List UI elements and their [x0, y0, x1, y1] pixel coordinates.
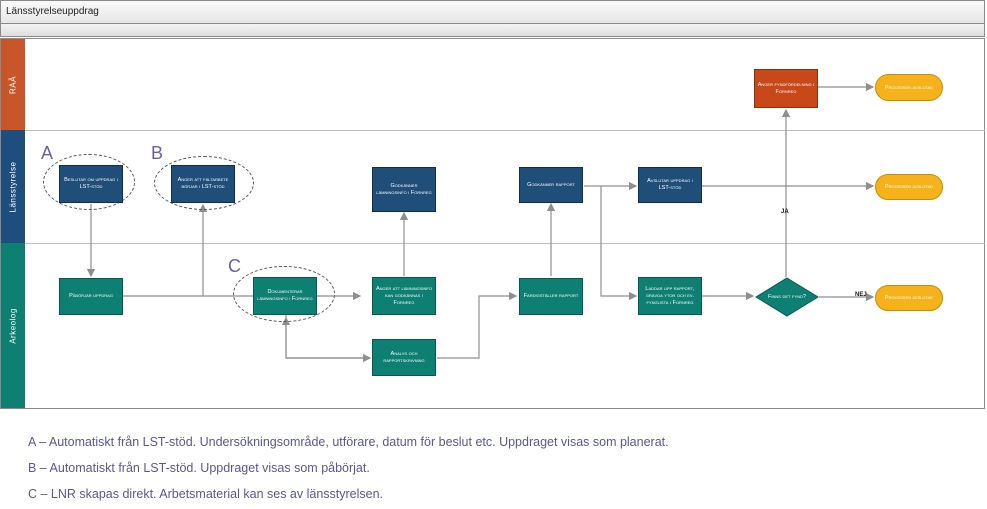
node-avslutar-uppdrag[interactable]: Avslutar uppdrag i LST-stöd [638, 167, 702, 203]
marker-letter-a: A [41, 143, 54, 163]
marker-letter-b: B [151, 143, 164, 163]
node-analys-och-rapportskrivning[interactable]: Analys och rapportskrivning [372, 339, 436, 376]
window-title: Länsstyrelseuppdrag [6, 6, 99, 17]
lane-divider [25, 243, 985, 244]
flow-label-no: NEJ [855, 292, 867, 298]
title-bar: Länsstyrelseuppdrag [0, 0, 985, 24]
node-anger-faltarbete[interactable]: Anger att fältarbete börjar i LST-stöd [171, 165, 235, 203]
flow-label-yes: JA [781, 209, 789, 215]
note-c: C – LNR skapas direkt. Arbetsmaterial ka… [28, 487, 384, 501]
node-godkanner-rapport[interactable]: Godkänner rapport [519, 167, 583, 203]
node-dokumenterar-lamningsinfo[interactable]: Dokumenterar lämningsinfo i Fornreg [253, 277, 317, 315]
lane-lansstyrelse: Länsstyrelse [1, 130, 25, 243]
swimlane-board: RAÄ Länsstyrelse Arkeolog [0, 38, 985, 409]
lane-divider [25, 130, 985, 131]
node-beslutar-om-uppdrag[interactable]: Beslutar om uppdrag i LST-stöd [59, 165, 123, 203]
marker-ring-b [154, 156, 254, 210]
note-b: B – Automatiskt från LST-stöd. Uppdraget… [28, 461, 370, 475]
end-event-raa[interactable]: Processen avslutad [875, 74, 943, 101]
node-anger-lamningsinfo-godkannas[interactable]: Anger att lämningsinfo kan godkännas i F… [372, 277, 436, 315]
toolbar-strip [0, 24, 985, 37]
marker-letter-c: C [228, 256, 241, 276]
decision-label: Finns det fynd? [768, 294, 806, 300]
note-a: A – Automatiskt från LST-stöd. Undersökn… [28, 435, 669, 449]
marker-ring-c [233, 266, 335, 322]
marker-ring-a [43, 154, 135, 210]
decision-diamond[interactable] [755, 277, 819, 317]
lane-raa: RAÄ [1, 39, 25, 130]
node-paborjar-uppdrag[interactable]: Påbörjar uppdrag [59, 278, 123, 315]
end-event-lansstyrelse[interactable]: Processen avslutad [875, 174, 943, 200]
node-laddar-upp-rapport[interactable]: Laddar upp rapport, grävda ytor och ev. … [638, 277, 702, 315]
node-anger-fyndfordelning[interactable]: Anger fyndfördelning i Fornreg [754, 69, 818, 108]
node-fardigstaller-rapport[interactable]: Färdigställer rapport [519, 278, 583, 315]
lane-arkeolog: Arkeolog [1, 243, 25, 408]
end-event-arkeolog[interactable]: Processen avslutad [875, 285, 943, 311]
node-godkanner-lamningsinfo[interactable]: Godkänner lämningsinfo i Fornreg [372, 167, 436, 212]
